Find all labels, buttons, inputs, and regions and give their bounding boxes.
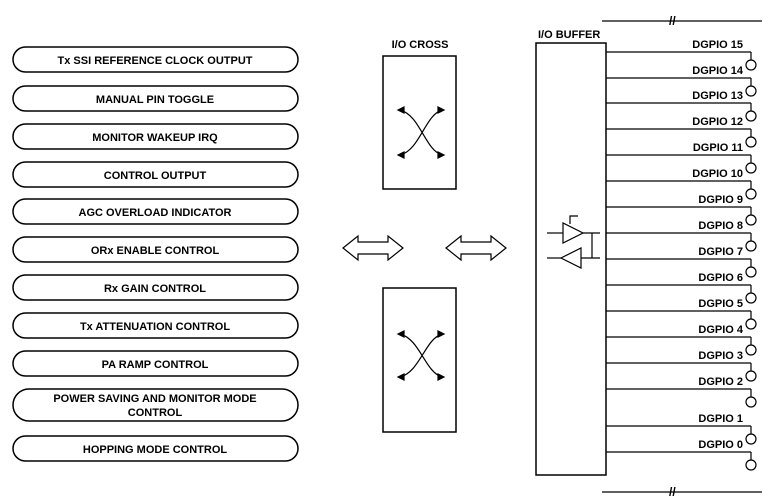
dgpio-pin: DGPIO 4 <box>606 324 757 356</box>
function-list: Tx SSI REFERENCE CLOCK OUTPUT MANUAL PIN … <box>12 46 299 462</box>
bidirectional-arrow-icon <box>342 234 404 262</box>
pin-label: DGPIO 9 <box>698 194 743 206</box>
pin-pad-icon <box>745 59 757 71</box>
function-label: Tx SSI REFERENCE CLOCK OUTPUT <box>58 55 253 67</box>
dgpio-pin: DGPIO 11 <box>606 142 757 174</box>
function-item: POWER SAVING AND MONITOR MODE CONTROL <box>12 388 299 422</box>
pin-pad-icon <box>745 188 757 200</box>
function-item: HOPPING MODE CONTROL <box>12 435 299 462</box>
bidirectional-arrow-icon <box>445 234 507 262</box>
buffer-symbol-icon <box>547 215 600 269</box>
crossover-lower-icon <box>396 330 446 381</box>
pin-pad-icon <box>745 136 757 148</box>
pin-label: DGPIO 3 <box>698 350 743 362</box>
pin-pad-icon <box>745 162 757 174</box>
function-pill <box>12 435 299 462</box>
pin-label: DGPIO 12 <box>692 116 743 128</box>
pin-label: DGPIO 11 <box>693 142 743 154</box>
function-item: ORx ENABLE CONTROL <box>12 236 299 263</box>
function-pill <box>12 198 299 225</box>
pin-label: DGPIO 2 <box>698 376 743 388</box>
function-pill <box>12 123 299 150</box>
function-item: AGC OVERLOAD INDICATOR <box>12 198 299 225</box>
function-label: AGC OVERLOAD INDICATOR <box>79 207 232 219</box>
function-item: Rx GAIN CONTROL <box>12 274 299 301</box>
function-pill <box>12 312 299 339</box>
pin-label: DGPIO 7 <box>698 246 743 258</box>
dgpio-pin-list: DGPIO 15 DGPIO 14 DGPIO 13 DGPIO 12 DGPIO 11… <box>606 39 757 471</box>
function-pill <box>12 388 299 422</box>
function-item: MANUAL PIN TOGGLE <box>12 85 299 112</box>
dgpio-pin: DGPIO 12 <box>606 116 757 148</box>
pin-pad-icon <box>745 344 757 356</box>
pin-label: DGPIO 10 <box>692 168 743 180</box>
pin-label: DGPIO 4 <box>698 324 744 336</box>
function-label: CONTROL OUTPUT <box>104 170 207 182</box>
function-label: MONITOR WAKEUP IRQ <box>92 132 218 144</box>
function-item: Tx SSI REFERENCE CLOCK OUTPUT <box>12 46 299 73</box>
function-pill <box>12 236 299 263</box>
function-label: Tx ATTENUATION CONTROL <box>80 321 230 333</box>
dgpio-pin: DGPIO 13 <box>606 90 757 122</box>
crossover-upper-icon <box>396 106 446 159</box>
pin-pad-icon <box>745 214 757 226</box>
dgpio-pin: DGPIO 0 <box>606 439 757 471</box>
function-pill <box>12 274 299 301</box>
pin-label: DGPIO 6 <box>698 272 743 284</box>
function-label: Rx GAIN CONTROL <box>104 283 206 295</box>
function-label: MANUAL PIN TOGGLE <box>96 94 214 106</box>
dgpio-pin: DGPIO 7 <box>606 246 757 278</box>
dgpio-pin: DGPIO 3 <box>606 350 757 382</box>
dgpio-pin: DGPIO 2 <box>606 376 757 408</box>
io-cross-upper-box <box>382 55 457 190</box>
pin-pad-icon <box>745 459 757 471</box>
function-item: MONITOR WAKEUP IRQ <box>12 123 299 150</box>
pin-pad-icon <box>745 433 757 445</box>
function-label: PA RAMP CONTROL <box>102 359 209 371</box>
break-mark-icon: // <box>669 485 676 499</box>
pin-pad-icon <box>745 240 757 252</box>
pin-pad-icon <box>745 266 757 278</box>
function-pill <box>12 350 299 377</box>
pin-pad-icon <box>745 396 757 408</box>
io-buffer-title: I/O BUFFER <box>538 29 600 41</box>
function-pill <box>12 46 299 73</box>
function-label: ORx ENABLE CONTROL <box>91 245 220 257</box>
pin-label: DGPIO 5 <box>698 298 743 310</box>
pin-label: DGPIO 8 <box>698 220 743 232</box>
pin-label: DGPIO 13 <box>692 90 743 102</box>
pin-pad-icon <box>745 110 757 122</box>
function-label: HOPPING MODE CONTROL <box>83 444 228 456</box>
pin-pad-icon <box>745 292 757 304</box>
pin-label: DGPIO 1 <box>698 413 743 425</box>
dgpio-pin: DGPIO 15 <box>606 39 757 71</box>
pin-label: DGPIO 14 <box>692 65 744 77</box>
function-pill <box>12 85 299 112</box>
pin-label: DGPIO 0 <box>698 439 743 451</box>
io-cross-title: I/O CROSS <box>392 39 449 51</box>
function-item: CONTROL OUTPUT <box>12 161 299 188</box>
function-item: PA RAMP CONTROL <box>12 350 299 377</box>
pin-pad-icon <box>745 318 757 330</box>
function-pill <box>12 161 299 188</box>
dgpio-pin: DGPIO 6 <box>606 272 757 304</box>
function-label-line2: CONTROL <box>128 407 183 419</box>
pin-label: DGPIO 15 <box>692 39 743 51</box>
break-mark-icon: // <box>669 14 676 28</box>
dgpio-pin: DGPIO 10 <box>606 168 757 200</box>
dgpio-pin: DGPIO 8 <box>606 220 757 252</box>
dgpio-pin: DGPIO 1 <box>606 413 757 445</box>
dgpio-pin: DGPIO 14 <box>606 65 757 97</box>
io-cross-lower-box <box>382 287 457 433</box>
dgpio-pin: DGPIO 9 <box>606 194 757 226</box>
function-label: POWER SAVING AND MONITOR MODE <box>53 393 256 405</box>
dgpio-pin: DGPIO 5 <box>606 298 757 330</box>
pin-pad-icon <box>745 370 757 382</box>
function-item: Tx ATTENUATION CONTROL <box>12 312 299 339</box>
pin-pad-icon <box>745 85 757 97</box>
